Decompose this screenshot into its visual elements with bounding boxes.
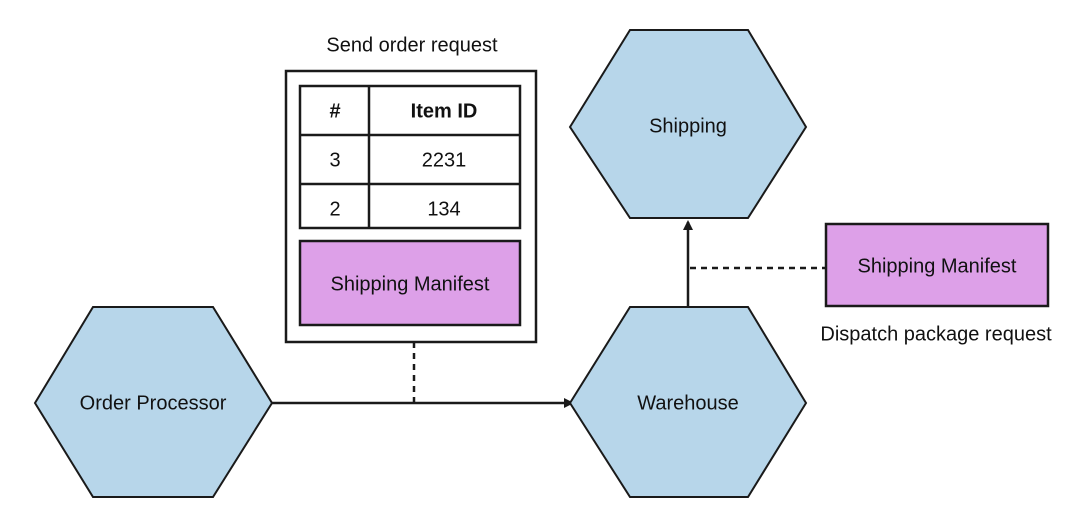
shipping-hexagon — [568, 29, 808, 219]
dispatch-package-request-message: Shipping Manifest Dispatch package reque… — [820, 222, 1052, 345]
dispatch-shipping-manifest-box — [824, 222, 1050, 308]
table-cell-item-id: 2231 — [422, 149, 467, 171]
warehouse-node: Warehouse — [568, 306, 808, 498]
table-cell-count: 3 — [329, 149, 340, 171]
send-order-request-message: Send order request # Item ID 3 2231 2 13… — [284, 34, 538, 344]
table-header-count: # — [329, 100, 340, 122]
order-processor-hexagon — [33, 306, 274, 498]
shipping-label: Shipping — [649, 115, 727, 137]
warehouse-hexagon — [568, 306, 808, 498]
warehouse-label: Warehouse — [637, 392, 739, 414]
shipping-manifest-label: Shipping Manifest — [331, 273, 490, 295]
dispatch-shipping-manifest-label: Shipping Manifest — [858, 255, 1017, 277]
order-processor-node: Order Processor — [33, 306, 274, 498]
dispatch-package-request-caption: Dispatch package request — [820, 323, 1052, 345]
table-cell-count: 2 — [329, 198, 340, 220]
order-items-table: # Item ID 3 2231 2 134 — [298, 84, 522, 230]
send-order-request-caption: Send order request — [326, 34, 498, 56]
shipping-manifest-box — [298, 239, 522, 327]
table-header-item-id: Item ID — [411, 100, 478, 122]
order-processor-label: Order Processor — [80, 392, 227, 414]
shipping-node: Shipping — [568, 29, 808, 219]
order-items-table-border — [298, 84, 522, 230]
table-cell-item-id: 134 — [427, 198, 460, 220]
